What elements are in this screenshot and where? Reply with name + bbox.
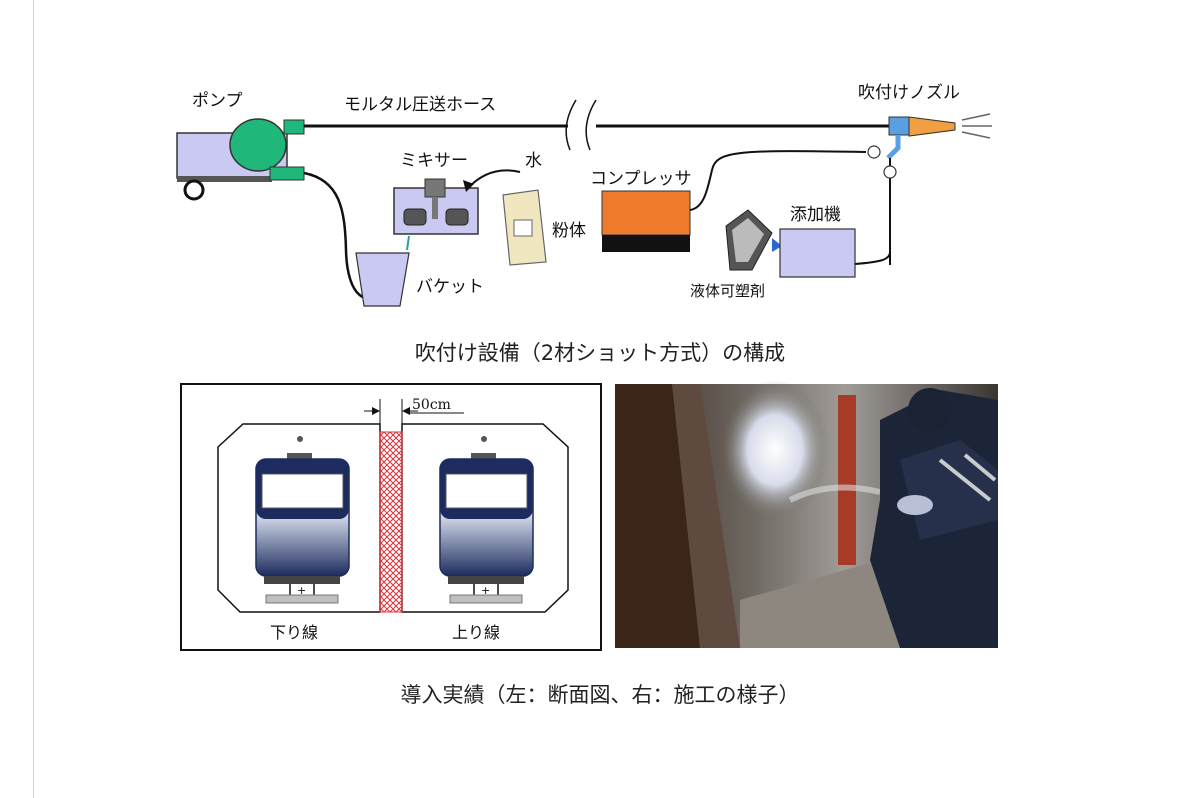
hose-label: モルタル圧送ホース [344,95,496,115]
powder-bag [502,189,547,266]
additive-machine-label: 添加機 [790,205,841,225]
width-dimension [364,399,464,430]
section-frame [180,383,602,651]
additive-machine [779,228,856,278]
bucket-label: バケット [416,277,484,297]
partition-wall [379,431,403,613]
plasticizer-tank [725,209,782,271]
powder-label: 粉体 [552,221,586,241]
pump-label: ポンプ [192,91,243,111]
width-dimension-label: 50cm [412,397,451,413]
down-line-label: 下り線 [270,623,318,642]
up-line-label: 上り線 [452,623,500,642]
tunnel-right [401,423,569,613]
compressor-label: コンプレッサ [590,169,692,189]
svg-text:+: + [481,584,490,597]
svg-text:+: + [297,584,306,597]
bucket [355,252,410,307]
train-down: + [255,436,350,604]
train-up: + [439,436,534,604]
page-left-rule [33,0,34,798]
air-hose [689,150,867,211]
mixer-label: ミキサー [400,151,468,171]
nozzle-label: 吹付けノズル [858,83,960,103]
diagram-caption: 吹付け設備（2材ショット方式）の構成 [414,341,786,365]
compressor-unit [601,190,691,252]
water-label: 水 [525,151,542,171]
tunnel-left [217,423,381,613]
spray-nozzle [867,113,992,265]
water-arrow [467,169,521,189]
construction-photo [615,380,998,648]
results-caption: 導入実績（左：断面図、右：施工の様子） [400,683,800,707]
mixer-unit [393,178,479,251]
mortar-hose [304,99,890,151]
equipment-diagram: ポンプ モルタル圧送ホース 吹付けノズル ミキサー 水 [176,83,992,307]
pump-unit [176,118,305,201]
plasticizer-label: 液体可塑剤 [690,282,765,300]
